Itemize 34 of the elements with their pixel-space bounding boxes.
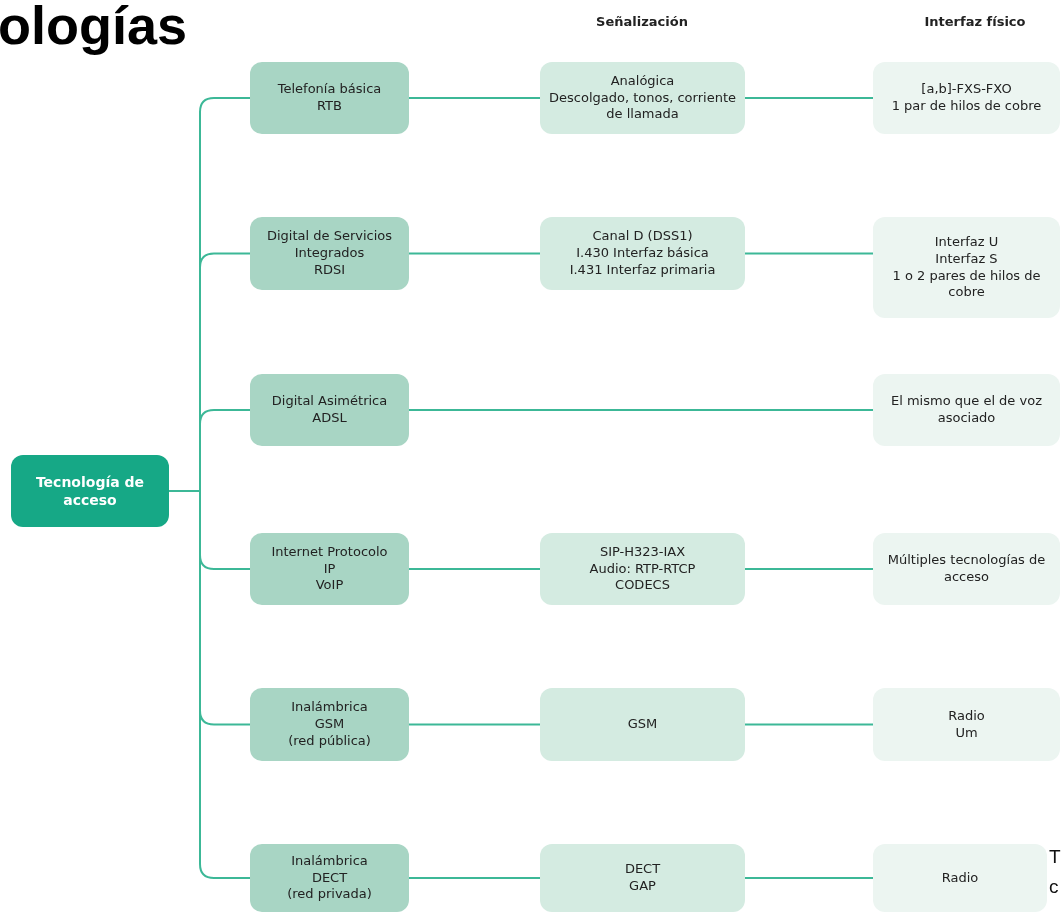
connector-line (408, 97, 541, 99)
text-fragment: c (1049, 876, 1059, 898)
connector-line (408, 252, 541, 255)
process-box: [a,b]-FXS-FXO 1 par de hilos de cobre (873, 62, 1060, 134)
column-header: Señalización (595, 14, 689, 29)
process-box: Analógica Descolgado, tonos, corriente de llamada (540, 62, 745, 134)
process-box: Interfaz U Interfaz S 1 o 2 pares de hilos de cobre (873, 217, 1060, 318)
process-box: Múltiples tecnologías de acceso (873, 533, 1060, 605)
connector-line (744, 723, 874, 726)
process-box: Digital Asimétrica ADSL (250, 374, 409, 446)
connector-line (744, 252, 874, 255)
process-box: Radio (873, 844, 1047, 912)
title: ologías (0, 0, 188, 56)
process-box: GSM (540, 688, 745, 761)
text-fragment: T (1049, 846, 1061, 868)
process-box: SIP-H323-IAX Audio: RTP-RTCP CODECS (540, 533, 745, 605)
process-box: Internet Protocolo IP VoIP (250, 533, 409, 605)
connector-line (408, 409, 874, 411)
root-box: Tecnología de acceso (11, 455, 169, 527)
process-box: El mismo que el de voz asociado (873, 374, 1060, 446)
process-box: DECT GAP (540, 844, 745, 912)
process-box: Inalámbrica GSM (red pública) (250, 688, 409, 761)
process-box: Inalámbrica DECT (red privada) (250, 844, 409, 912)
column-header: Interfaz físico (923, 14, 1027, 29)
connector-line (744, 97, 874, 99)
process-box: Canal D (DSS1) I.430 Interfaz básica I.431 Interfaz primaria (540, 217, 745, 290)
process-box: Radio Um (873, 688, 1060, 761)
connector-line (408, 723, 541, 726)
connector-line (744, 568, 874, 570)
connector-line (408, 568, 541, 570)
connector-line (408, 877, 541, 879)
connector-line (744, 877, 874, 879)
process-box: Telefonía básica RTB (250, 62, 409, 134)
process-box: Digital de Servicios Integrados RDSI (250, 217, 409, 290)
